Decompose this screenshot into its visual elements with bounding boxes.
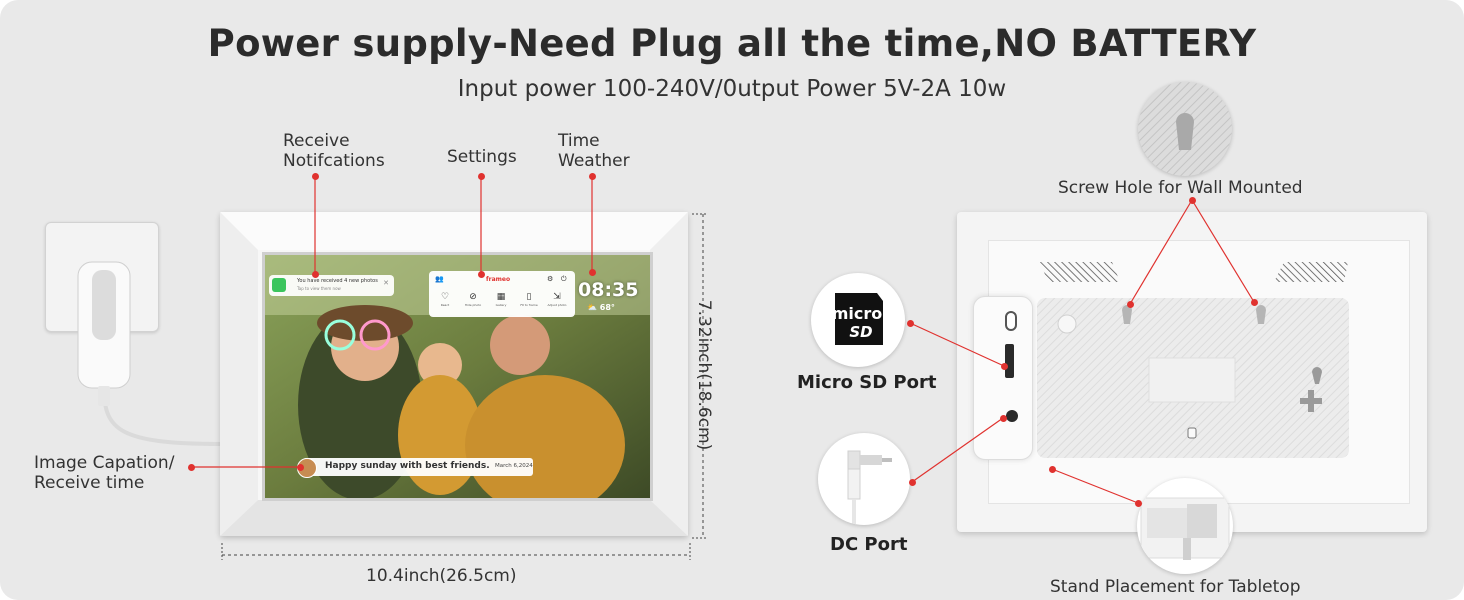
fit-icon: ▯	[526, 292, 532, 302]
menu-item-hide[interactable]: ⊘ Hide photo	[461, 291, 485, 307]
page-subtitle: Input power 100-240V/0utput Power 5V-2A …	[457, 76, 1007, 102]
stand-zoom	[1137, 478, 1233, 574]
menu-item-fit[interactable]: ▯ Fit to frame	[517, 291, 541, 307]
svg-text:SD: SD	[849, 323, 872, 341]
caption-text: Happy sunday with best friends.	[325, 461, 490, 471]
power-icon[interactable]: ⏻	[561, 275, 567, 283]
menu-item-react[interactable]: ♡ React	[433, 291, 457, 307]
callout-dot	[907, 320, 914, 327]
menu-item-adjust[interactable]: ⇲ Adjust photo	[545, 291, 569, 307]
callout-dot	[1001, 363, 1008, 370]
svg-text:micro: micro	[832, 304, 883, 323]
weather-readout: ⛅ 68°	[587, 303, 615, 312]
heart-icon: ♡	[440, 292, 450, 302]
callout-dot	[1049, 466, 1056, 473]
caption-date: March 6,2024	[495, 463, 533, 469]
clock: 08:35	[578, 279, 639, 301]
screw-hole-zoom	[1138, 82, 1232, 176]
callout-dot	[312, 271, 319, 278]
menu-item-gallery[interactable]: ▦ Gallery	[489, 291, 513, 307]
label-height: 7.32inch(18.6cm)	[694, 299, 714, 451]
grid-icon: ▦	[496, 292, 506, 302]
callout-dot	[188, 464, 195, 471]
callout-dot	[478, 271, 485, 278]
callout-dot	[589, 269, 596, 276]
family-photo	[265, 255, 650, 498]
gear-icon[interactable]: ⚙	[547, 275, 554, 283]
callout-dot	[1000, 415, 1007, 422]
label-width: 10.4inch(26.5cm)	[366, 566, 517, 586]
callout-dot	[478, 173, 485, 180]
callout-dot	[1135, 500, 1142, 507]
eye-off-icon: ⊘	[469, 292, 477, 302]
callout-dot	[297, 464, 304, 471]
notification-title: You have received 4 new photos	[297, 278, 378, 284]
frameo-logo: frameo	[486, 276, 511, 283]
callout-dot	[1189, 197, 1196, 204]
callout-dot	[1127, 301, 1134, 308]
notification-subtitle: Tap to view them now	[297, 286, 341, 291]
label-settings: Settings	[447, 147, 517, 167]
settings-menu: 👥 frameo ⚙ ⏻ ♡ React ⊘ Hide photo ▦ Gall…	[429, 271, 575, 317]
callout-dot	[589, 173, 596, 180]
sun-cloud-icon: ⛅	[587, 303, 597, 312]
dc-plug-icon	[847, 450, 892, 525]
label-stand: Stand Placement for Tabletop	[1050, 577, 1301, 597]
dc-port-zoom	[818, 433, 910, 525]
label-dc-port: DC Port	[830, 534, 908, 555]
micro-sd-card-icon: micro SD	[832, 293, 883, 345]
label-time-weather: Time Weather	[558, 131, 630, 171]
notification-toast[interactable]: You have received 4 new photos Tap to vi…	[269, 275, 394, 296]
close-icon[interactable]: ✕	[383, 279, 389, 287]
page-title: Power supply-Need Plug all the time,NO B…	[207, 22, 1257, 65]
callout-dot	[909, 479, 916, 486]
gallery-icon	[272, 278, 286, 292]
label-caption: Image Capation/ Receive time	[34, 453, 175, 493]
micro-sd-zoom: micro SD	[811, 273, 905, 367]
people-icon[interactable]: 👥	[435, 275, 444, 283]
photo-caption: Happy sunday with best friends. March 6,…	[303, 458, 533, 476]
label-notifications: Receive Notifcations	[283, 131, 385, 171]
label-screw-hole: Screw Hole for Wall Mounted	[1058, 178, 1303, 198]
adjust-icon: ⇲	[553, 292, 561, 302]
label-micro-sd: Micro SD Port	[797, 372, 937, 393]
callout-dot	[312, 173, 319, 180]
callout-dot	[1251, 299, 1258, 306]
frame-screen: You have received 4 new photos Tap to vi…	[262, 252, 653, 501]
